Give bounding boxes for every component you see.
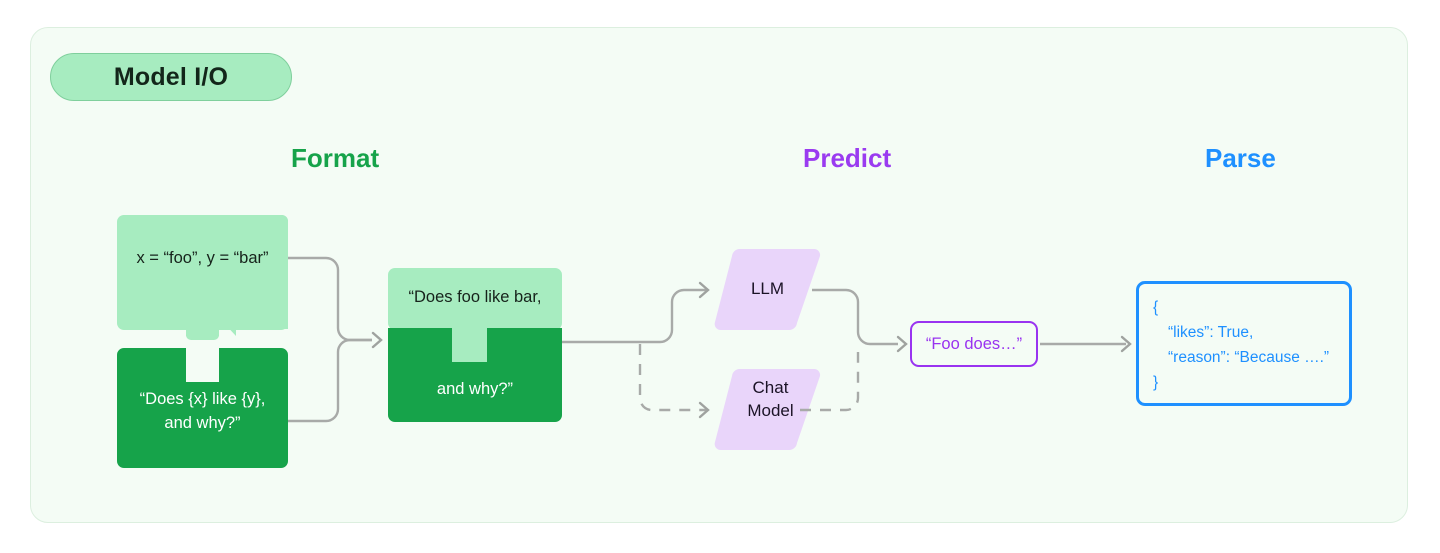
puzzle-piece-template-label: “Does {x} like {y}, and why?”	[139, 390, 266, 432]
puzzle-piece-values-label: x = “foo”, y = “bar”	[136, 249, 269, 267]
parsed-json-box: { “likes”: True, “reason”: “Because ….” …	[1136, 281, 1352, 406]
merged-piece-top-label: “Does foo like bar,	[408, 288, 542, 306]
chat-model-label: Chat Model	[747, 378, 794, 420]
json-line-likes: “likes”: True,	[1168, 324, 1254, 342]
json-line-close: }	[1153, 374, 1159, 392]
llm-label: LLM	[750, 279, 785, 298]
model-io-panel	[30, 27, 1408, 523]
json-line-open: {	[1153, 299, 1159, 316]
stage-header-format: Format	[291, 143, 380, 173]
stage-header-parse: Parse	[1205, 143, 1276, 173]
merged-piece-bottom-label: and why?”	[436, 380, 514, 398]
stage-header-predict: Predict	[803, 143, 892, 173]
panel-title: Model I/O	[113, 62, 229, 91]
panel-title-pill: Model I/O	[50, 53, 292, 101]
model-output-chip-label: “Foo does…”	[925, 334, 1023, 353]
model-output-chip: “Foo does…”	[910, 321, 1038, 367]
json-line-reason: “reason”: “Because ….”	[1168, 349, 1330, 367]
